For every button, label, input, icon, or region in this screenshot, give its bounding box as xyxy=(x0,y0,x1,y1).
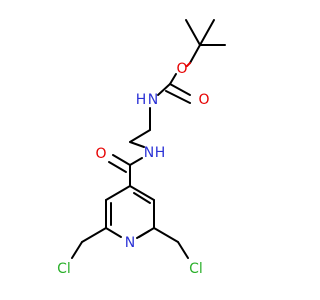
bond-carbamate-co-1 xyxy=(169,83,191,96)
bond-ch2-amide-n xyxy=(129,141,145,148)
tert-butyl-group xyxy=(185,19,226,64)
bond-carbamate-c-n xyxy=(157,83,171,96)
atom-chlorine-right: Cl xyxy=(189,261,203,277)
atom-carbamate-nitrogen: N xyxy=(148,92,158,108)
atom-amide-oxygen: O xyxy=(95,146,106,162)
bond-ring-ch2-left xyxy=(81,227,107,243)
atom-carbamate-hydrogen: H xyxy=(136,92,147,108)
bond-amide-c-n xyxy=(129,157,143,166)
bond-amide-co-2 xyxy=(108,161,127,173)
atom-ester-oxygen: O xyxy=(176,61,187,77)
molecule-structure: O O H N O N H N Cl Cl xyxy=(57,19,226,277)
bond-carbamate-co-2 xyxy=(165,90,191,104)
bond-ch2-ch2 xyxy=(129,129,151,143)
bond-ester-o-tbu xyxy=(186,62,191,67)
bond-ring-ch2-right xyxy=(153,227,179,243)
bond-ch2-cl-left xyxy=(71,241,83,259)
atom-amide-hydrogen: H xyxy=(155,145,166,161)
pyridine-ring xyxy=(105,185,155,239)
bond-ch2-cl-right xyxy=(177,241,189,259)
bond-amide-co-1 xyxy=(112,154,131,166)
atom-carbonyl-oxygen-carbamate: O xyxy=(198,92,209,108)
bond-carbamate-c-ester-o xyxy=(169,73,177,85)
atom-amide-nitrogen: N xyxy=(144,145,154,161)
atom-pyridine-nitrogen: N xyxy=(125,235,135,251)
atom-chlorine-left: Cl xyxy=(57,261,71,277)
